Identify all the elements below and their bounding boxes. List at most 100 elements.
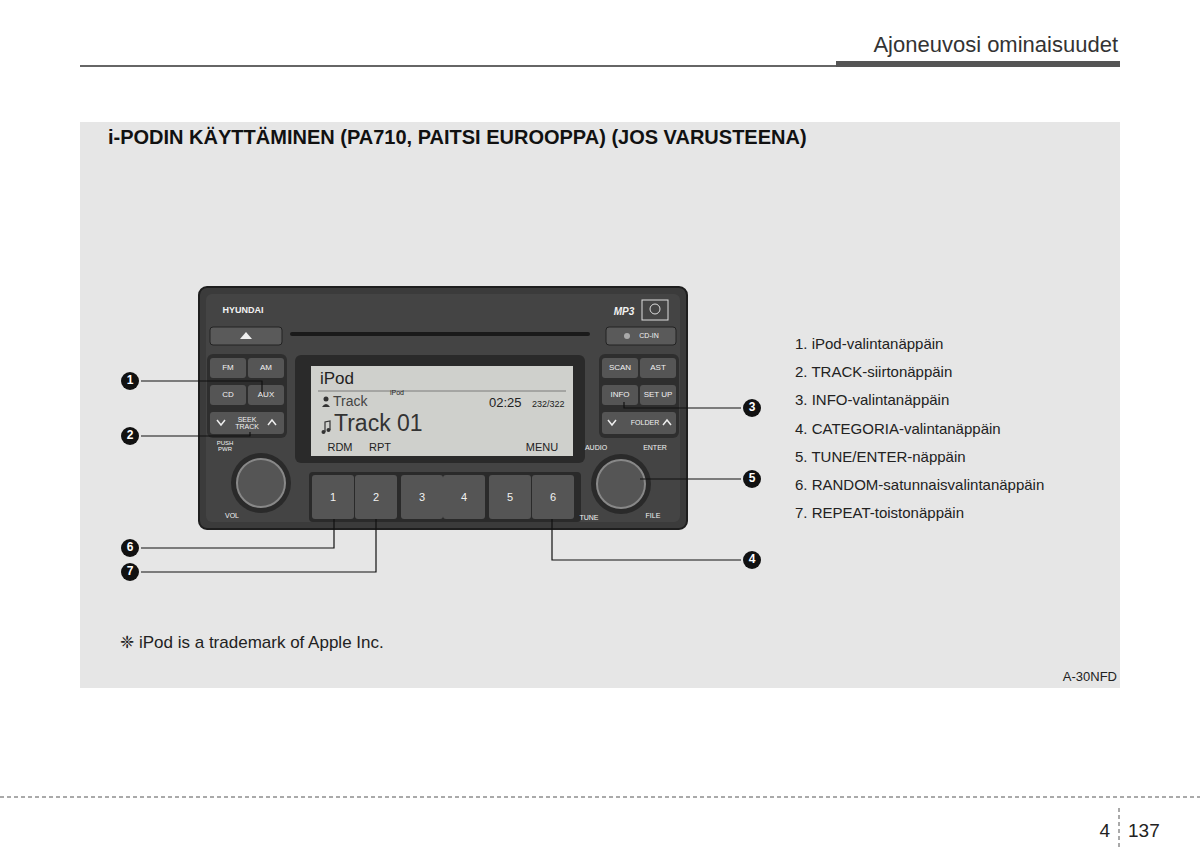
up-chevron	[268, 420, 276, 425]
tune-knob	[591, 454, 651, 514]
screen-text: Track	[333, 394, 367, 409]
knob-label: ENTER	[643, 444, 667, 452]
preset-button	[489, 475, 531, 519]
page-divider	[1119, 808, 1120, 847]
artist-icon	[324, 397, 329, 402]
callout-number: 7	[127, 565, 134, 578]
preset-number: 2	[373, 491, 379, 503]
screen-text: 232/322	[532, 400, 565, 410]
leader-line	[141, 381, 262, 397]
callout-disc	[121, 372, 139, 390]
setup-button	[640, 385, 676, 405]
callout-number: 3	[749, 401, 756, 414]
leader-line	[141, 432, 250, 436]
ast-button	[640, 358, 676, 378]
header-rule	[80, 65, 836, 67]
leader-line	[552, 519, 741, 560]
radio-housing	[199, 287, 687, 529]
mp3-logo: MP3	[614, 306, 635, 317]
footer-rule	[0, 797, 1200, 798]
legend-item: 1. iPod-valintanäppäin	[795, 336, 943, 353]
preset-number: 5	[507, 491, 513, 503]
note-icon	[322, 430, 326, 434]
screen-text: iPod	[320, 370, 354, 389]
screen-text: MENU	[526, 441, 558, 453]
preset-number: 1	[330, 491, 336, 503]
callout-number: 5	[749, 472, 756, 485]
seek-button	[210, 412, 284, 434]
screen-text: Track 01	[334, 411, 423, 436]
brand-logo: HYUNDAI	[222, 306, 263, 316]
button-label: CD-IN	[639, 332, 658, 340]
note-icon	[327, 428, 331, 432]
preset-button	[532, 475, 574, 519]
fm-button	[210, 358, 246, 378]
eject-button	[210, 327, 282, 345]
disc-logo	[650, 304, 660, 314]
knob-label: AUDIO	[585, 444, 607, 452]
legend-item: 2. TRACK-siirtonäppäin	[795, 364, 952, 381]
legend-item: 5. TUNE/ENTER-näppäin	[795, 449, 966, 466]
leader-line	[640, 478, 741, 479]
button-label: AM	[260, 364, 272, 373]
folder-button	[602, 412, 676, 434]
cd-in-led	[624, 333, 630, 339]
button-cluster	[599, 354, 679, 438]
chapter-number: 4	[1099, 821, 1110, 842]
down-chevron	[608, 420, 616, 425]
knob-label: FILE	[646, 512, 661, 520]
button-label: PUSH PWR	[216, 440, 234, 452]
button-label: AST	[650, 364, 666, 373]
button-label: CD	[222, 391, 234, 400]
info-button	[602, 385, 638, 405]
callout-number: 2	[127, 429, 134, 442]
am-button	[248, 358, 284, 378]
leader-line	[141, 519, 376, 572]
callout-disc	[743, 399, 761, 417]
scan-button	[602, 358, 638, 378]
button-label: SCAN	[609, 364, 631, 373]
button-label: SEEK TRACK	[232, 416, 262, 430]
cd-button	[210, 385, 246, 405]
legend-item: 4. CATEGORIA-valintanäppäin	[795, 421, 1001, 438]
button-label: FM	[222, 364, 234, 373]
leader-line	[624, 402, 741, 408]
leader-line	[141, 519, 334, 548]
callout-disc	[743, 470, 761, 488]
screen-text: iPod	[390, 389, 404, 397]
legend-item: 6. RANDOM-satunnaisvalintanäppäin	[795, 477, 1044, 494]
cd-slot	[290, 332, 590, 336]
page-title: i-PODIN KÄYTTÄMINEN (PA710, PAITSI EUROO…	[108, 126, 807, 148]
callout-disc	[743, 551, 761, 569]
preset-number: 3	[419, 491, 425, 503]
button-label: INFO	[610, 391, 629, 400]
leader-lines	[141, 381, 741, 572]
button-label: SET UP	[644, 391, 673, 400]
screen-text: 02:25	[489, 396, 522, 410]
artist-icon	[322, 404, 330, 407]
screen-rule	[318, 391, 566, 392]
trademark-note: ❈ iPod is a trademark of Apple Inc.	[120, 634, 384, 653]
knob-label: VOL	[225, 512, 239, 520]
up-chevron	[663, 420, 671, 425]
screen-text: RDM	[327, 441, 352, 453]
button-label: FOLDER	[631, 419, 659, 427]
preset-number: 4	[461, 491, 467, 503]
preset-button	[443, 475, 485, 519]
callout-number: 6	[127, 541, 134, 554]
note-icon	[325, 421, 330, 432]
disc-logo	[642, 300, 668, 320]
screen-text: RPT	[369, 441, 391, 453]
button-label: AUX	[258, 391, 274, 400]
preset-number: 6	[550, 491, 556, 503]
button-cluster	[207, 354, 287, 438]
down-chevron	[217, 420, 225, 425]
figure-code: A-30NFD	[1063, 670, 1117, 684]
legend-item: 3. INFO-valintanäppäin	[795, 392, 949, 409]
callout-number: 4	[749, 553, 756, 566]
volume-knob	[231, 453, 291, 513]
callout-disc	[121, 539, 139, 557]
header-bar	[836, 61, 1120, 67]
tune-knob	[597, 460, 645, 508]
display-screen	[311, 366, 573, 456]
